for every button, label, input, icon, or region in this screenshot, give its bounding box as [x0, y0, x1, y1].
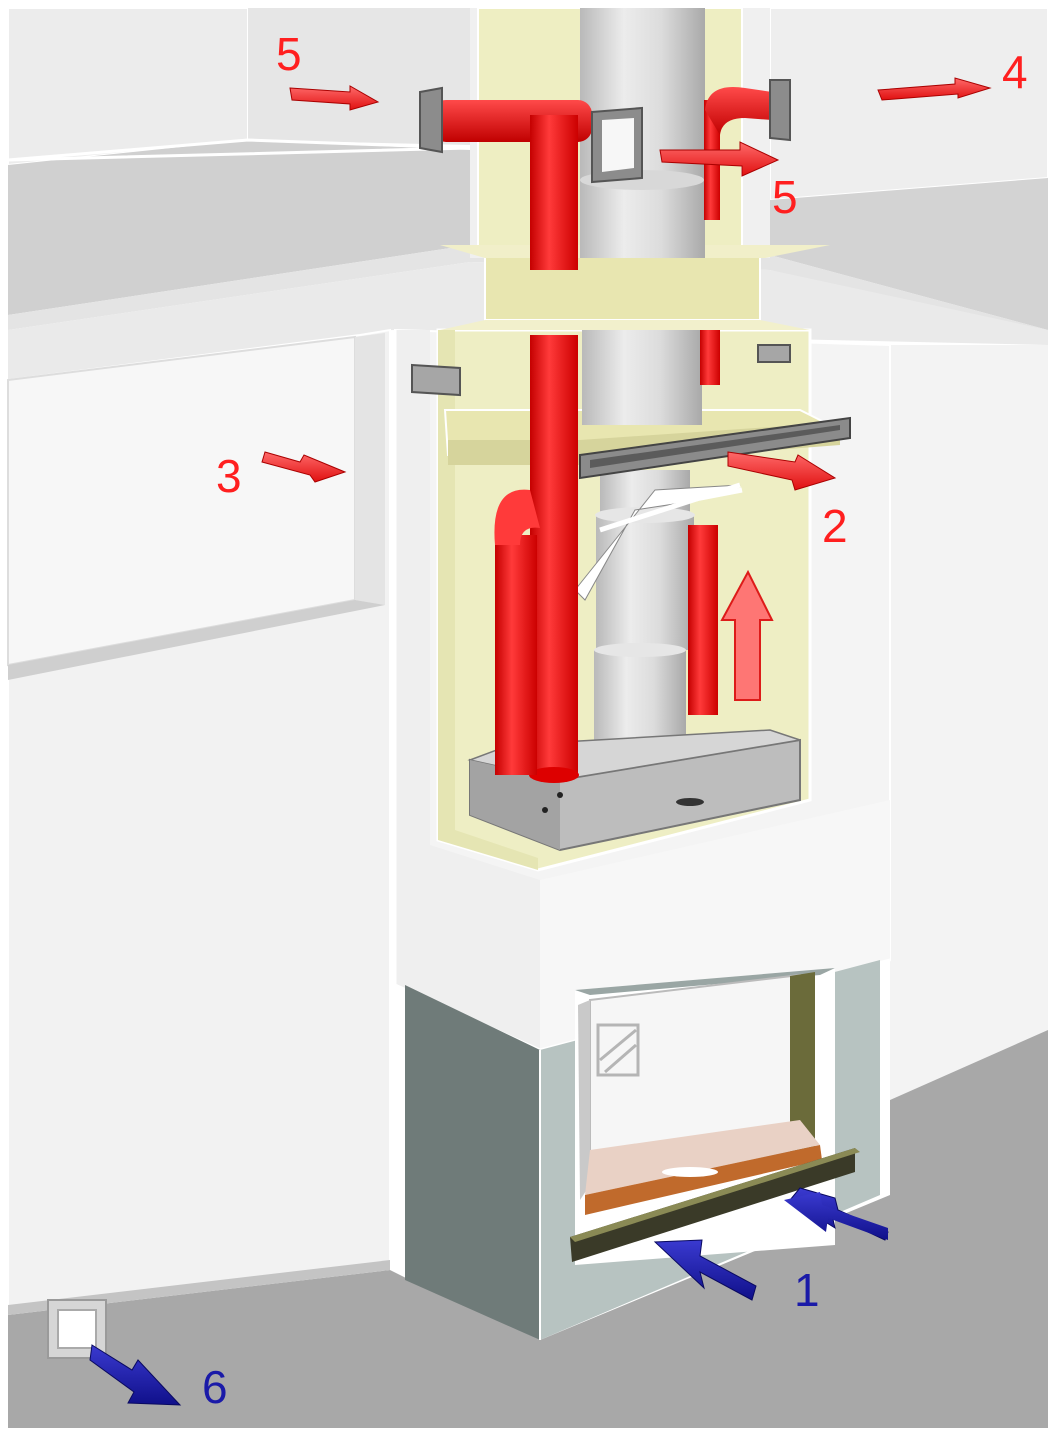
- arrow-4: [877, 77, 992, 101]
- label-5-top-left: 5: [276, 28, 302, 80]
- label-5-center: 5: [772, 171, 798, 223]
- cold-air-arrows: [89, 1187, 889, 1406]
- label-4: 4: [1002, 46, 1028, 98]
- arrow-2: [727, 451, 837, 491]
- arrow-1-right: [784, 1187, 889, 1241]
- vent-grille-long: [579, 416, 851, 480]
- arrow-6: [89, 1344, 182, 1406]
- label-3: 3: [216, 450, 242, 502]
- vent-grille-chamber-right: [757, 344, 791, 363]
- label-2: 2: [822, 500, 848, 552]
- vent-grille-top-center: [591, 106, 643, 184]
- hot-air-arrows: [261, 77, 992, 701]
- number-labels: 5 4 5 3 2 1 6: [202, 28, 1028, 1413]
- fireplace-door: [570, 972, 860, 1262]
- wall-vent-bottom-left: [47, 1299, 107, 1359]
- arrow-5-left: [289, 85, 380, 111]
- label-1: 1: [794, 1264, 820, 1316]
- arrow-1-left: [653, 1239, 757, 1301]
- arrow-3: [261, 451, 347, 483]
- label-6: 6: [202, 1361, 228, 1413]
- room-walls: [7, 328, 1048, 1317]
- vent-grilles: [47, 79, 851, 1359]
- vent-grille-chamber-left: [411, 363, 461, 397]
- vent-grille-top-right: [769, 79, 791, 142]
- vent-grille-top-left: [419, 86, 443, 154]
- arrow-up-convection: [720, 569, 774, 701]
- warm-air-ducts: [432, 86, 772, 783]
- arrow-5-center: [659, 141, 780, 177]
